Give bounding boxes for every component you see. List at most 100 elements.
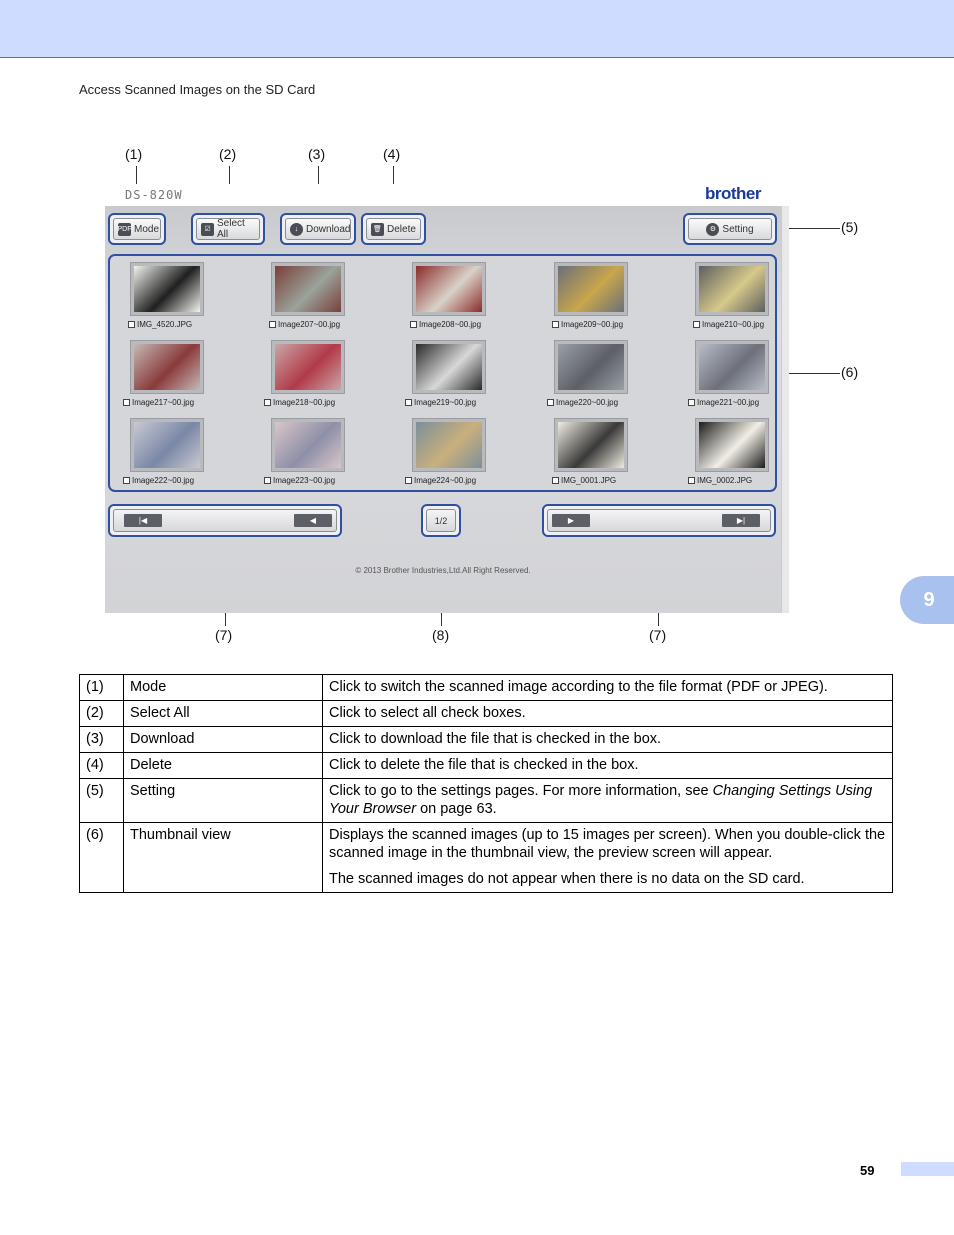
thumbnail-item[interactable]: Image221~00.jpg xyxy=(684,340,814,414)
row-description: Click to download the file that is check… xyxy=(322,726,893,753)
row-description: Displays the scanned images (up to 15 im… xyxy=(322,822,893,893)
thumbnail-label: IMG_0002.JPG xyxy=(688,476,752,485)
thumbnail-image[interactable] xyxy=(130,340,204,394)
thumbnail-checkbox[interactable] xyxy=(264,399,271,406)
thumbnail-filename: IMG_0002.JPG xyxy=(697,476,753,485)
row-item: Delete xyxy=(123,752,323,779)
download-label: Download xyxy=(306,223,351,235)
model-name: DS-820W xyxy=(125,188,183,202)
thumbnail-picture xyxy=(558,266,624,312)
thumbnail-label: Image217~00.jpg xyxy=(123,398,194,407)
thumbnail-image[interactable] xyxy=(412,262,486,316)
thumbnail-checkbox[interactable] xyxy=(693,321,700,328)
thumbnail-image[interactable] xyxy=(412,340,486,394)
top-header-band xyxy=(0,0,954,58)
thumbnail-filename: Image218~00.jpg xyxy=(273,398,336,407)
thumbnail-item[interactable]: Image224~00.jpg xyxy=(401,418,531,492)
thumbnail-item[interactable]: IMG_0002.JPG xyxy=(684,418,814,492)
thumbnail-checkbox[interactable] xyxy=(405,477,412,484)
thumbnail-item[interactable]: Image222~00.jpg xyxy=(119,418,249,492)
callout-4: (4) xyxy=(383,146,401,162)
table-row: (4) Delete Click to delete the file that… xyxy=(79,752,893,779)
prev-page-button[interactable]: ◀ xyxy=(294,514,332,527)
thumbnail-image[interactable] xyxy=(271,418,345,472)
thumbnail-checkbox[interactable] xyxy=(123,477,130,484)
thumbnail-picture xyxy=(558,422,624,468)
thumbnail-checkbox[interactable] xyxy=(269,321,276,328)
leader-line-6 xyxy=(778,373,840,374)
thumbnail-image[interactable] xyxy=(554,418,628,472)
thumbnail-image[interactable] xyxy=(554,340,628,394)
thumbnail-item[interactable]: IMG_0001.JPG xyxy=(543,418,673,492)
last-page-button[interactable]: ▶| xyxy=(722,514,760,527)
thumbnail-filename: Image221~00.jpg xyxy=(697,398,760,407)
thumbnail-checkbox[interactable] xyxy=(552,321,559,328)
thumbnail-picture xyxy=(558,344,624,390)
thumbnail-image[interactable] xyxy=(695,262,769,316)
row-number: (6) xyxy=(79,822,124,893)
delete-button[interactable]: 🗑Delete xyxy=(361,213,426,245)
download-button[interactable]: ↓Download xyxy=(280,213,356,245)
cross-reference-link[interactable]: Changing Settings Using Your Browser xyxy=(329,783,873,817)
thumbnail-image[interactable] xyxy=(695,340,769,394)
thumbnail-picture xyxy=(699,344,765,390)
thumbnail-image[interactable] xyxy=(271,340,345,394)
callout-8: (8) xyxy=(432,627,450,643)
thumbnail-image[interactable] xyxy=(554,262,628,316)
download-icon: ↓ xyxy=(290,222,303,236)
thumbnail-item[interactable]: Image209~00.jpg xyxy=(543,262,673,336)
thumbnail-checkbox[interactable] xyxy=(123,399,130,406)
thumbnail-item[interactable]: Image208~00.jpg xyxy=(401,262,531,336)
table-row: (2) Select All Click to select all check… xyxy=(79,700,893,727)
thumbnail-label: IMG_4520.JPG xyxy=(128,320,192,329)
thumbnail-label: Image222~00.jpg xyxy=(123,476,194,485)
thumbnail-checkbox[interactable] xyxy=(688,477,695,484)
chapter-tab: 9 xyxy=(900,576,954,624)
thumbnail-image[interactable] xyxy=(271,262,345,316)
thumbnail-item[interactable]: Image223~00.jpg xyxy=(260,418,390,492)
thumbnail-image[interactable] xyxy=(412,418,486,472)
thumbnail-filename: Image220~00.jpg xyxy=(556,398,619,407)
thumbnail-item[interactable]: Image219~00.jpg xyxy=(401,340,531,414)
checkbox-grid-icon: ☑ xyxy=(201,222,214,236)
row-item: Thumbnail view xyxy=(123,822,323,893)
thumbnail-item[interactable]: Image210~00.jpg xyxy=(684,262,814,336)
scrollbar[interactable] xyxy=(781,206,789,613)
thumbnail-item[interactable]: Image217~00.jpg xyxy=(119,340,249,414)
thumbnail-item[interactable]: IMG_4520.JPG xyxy=(119,262,249,336)
thumbnail-item[interactable]: Image218~00.jpg xyxy=(260,340,390,414)
row-number: (3) xyxy=(79,726,124,753)
setting-button[interactable]: ⚙Setting xyxy=(683,213,777,245)
callout-7-right: (7) xyxy=(649,627,667,643)
thumbnail-image[interactable] xyxy=(130,262,204,316)
thumbnail-filename: Image224~00.jpg xyxy=(414,476,477,485)
thumbnail-checkbox[interactable] xyxy=(128,321,135,328)
thumbnail-label: Image219~00.jpg xyxy=(405,398,476,407)
row-description: Click to switch the scanned image accord… xyxy=(322,674,893,701)
thumbnail-image[interactable] xyxy=(130,418,204,472)
row-item: Download xyxy=(123,726,323,753)
first-page-button[interactable]: |◀ xyxy=(124,514,162,527)
thumbnail-checkbox[interactable] xyxy=(405,399,412,406)
thumbnail-checkbox[interactable] xyxy=(552,477,559,484)
thumbnail-item[interactable]: Image207~00.jpg xyxy=(260,262,390,336)
thumbnail-checkbox[interactable] xyxy=(264,477,271,484)
page-indicator: 1/2 xyxy=(421,504,461,537)
thumbnail-label: Image221~00.jpg xyxy=(688,398,759,407)
mode-label: Mode xyxy=(134,223,160,235)
thumbnail-filename: Image219~00.jpg xyxy=(414,398,477,407)
thumbnail-checkbox[interactable] xyxy=(410,321,417,328)
thumbnail-checkbox[interactable] xyxy=(688,399,695,406)
thumbnail-checkbox[interactable] xyxy=(547,399,554,406)
thumbnail-label: Image224~00.jpg xyxy=(405,476,476,485)
thumbnail-image[interactable] xyxy=(695,418,769,472)
select-all-button[interactable]: ☑Select All xyxy=(191,213,265,245)
thumbnail-picture xyxy=(699,422,765,468)
next-page-button[interactable]: ▶ xyxy=(552,514,590,527)
row-item: Select All xyxy=(123,700,323,727)
trash-icon: 🗑 xyxy=(371,222,384,236)
thumbnail-item[interactable]: Image220~00.jpg xyxy=(543,340,673,414)
row-description: Click to go to the settings pages. For m… xyxy=(322,778,893,823)
